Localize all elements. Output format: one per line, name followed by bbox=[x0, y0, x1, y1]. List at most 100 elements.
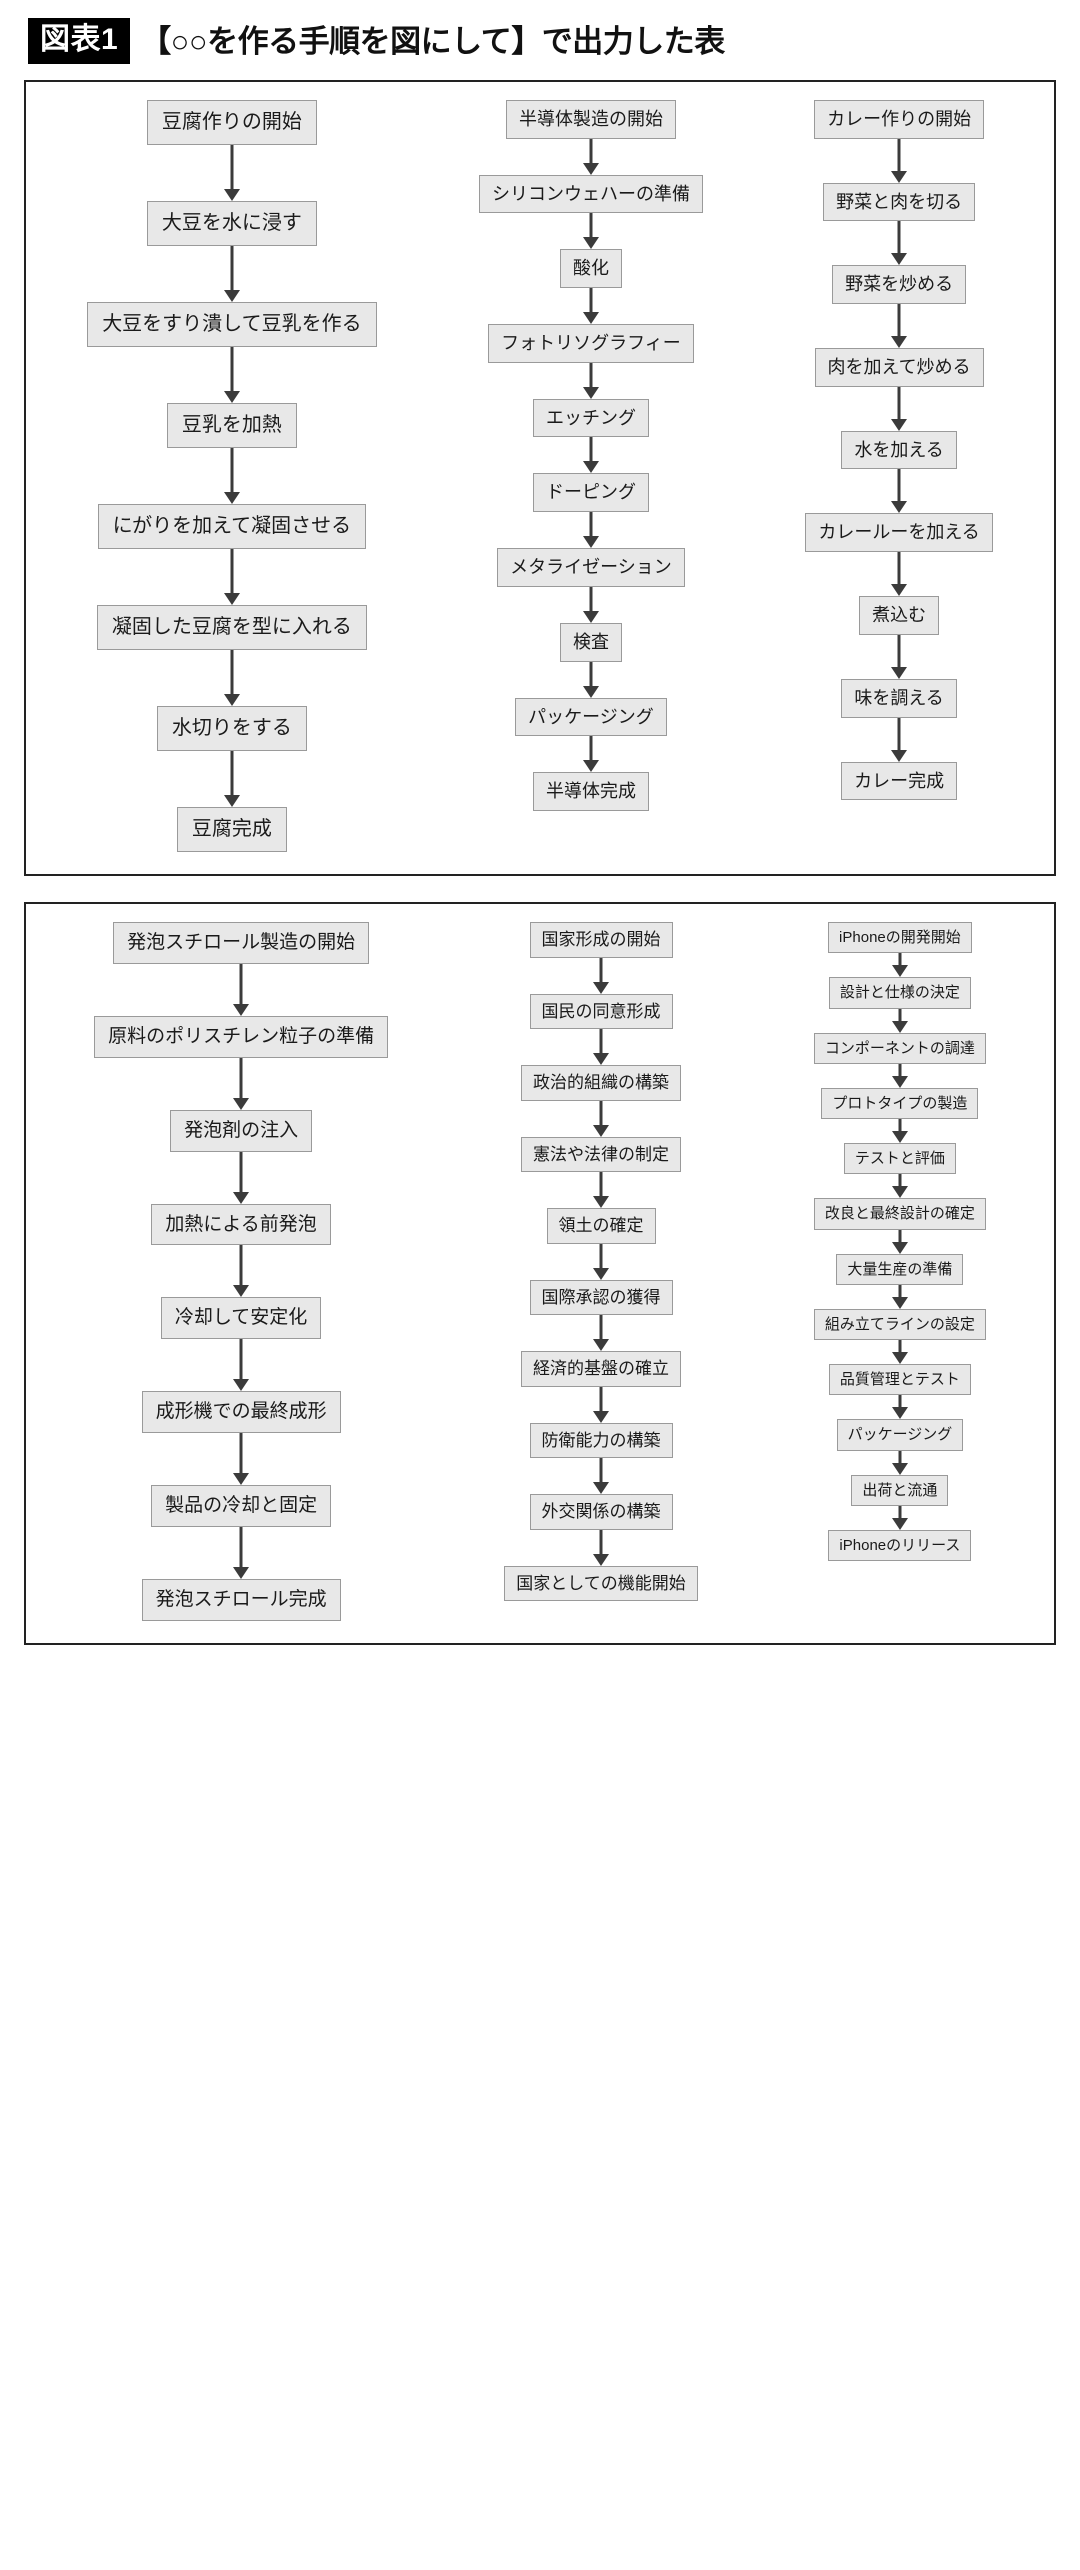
flow-node: パッケージング bbox=[836, 1419, 964, 1451]
arrow-shaft bbox=[599, 1529, 603, 1555]
arrow-head bbox=[891, 170, 908, 183]
flow-arrow-down-icon bbox=[591, 1386, 611, 1423]
arrow-head bbox=[582, 536, 599, 549]
flow-arrow-down-icon bbox=[231, 1433, 251, 1486]
flow-arrow-down-icon bbox=[889, 717, 909, 762]
flow-node: 発泡スチロール製造の開始 bbox=[113, 922, 370, 964]
flow-node: 改良と最終設計の確定 bbox=[813, 1198, 986, 1230]
flowchart-panel-1: 豆腐作りの開始大豆を水に浸す大豆をすり潰して豆乳を作る豆乳を加熱にがりを加えて凝… bbox=[24, 80, 1056, 876]
arrow-head bbox=[891, 749, 908, 762]
flow-arrow-down-icon bbox=[222, 751, 242, 807]
arrow-head bbox=[582, 461, 599, 474]
arrow-head bbox=[582, 685, 599, 698]
arrow-shaft bbox=[230, 145, 234, 190]
arrow-shaft bbox=[589, 736, 593, 762]
flow-node: 野菜を炒める bbox=[832, 265, 967, 305]
flow-column-semiconductor: 半導体製造の開始シリコンウェハーの準備酸化フォトリソグラフィーエッチングドーピン… bbox=[478, 100, 703, 811]
arrow-shaft bbox=[230, 751, 234, 796]
flow-arrow-down-icon bbox=[591, 1243, 611, 1280]
flow-arrow-down-icon bbox=[222, 549, 242, 605]
arrow-shaft bbox=[589, 213, 593, 239]
arrow-head bbox=[223, 694, 240, 706]
flow-arrow-down-icon bbox=[591, 1315, 611, 1352]
arrow-shaft bbox=[599, 1386, 603, 1412]
flow-arrow-down-icon bbox=[231, 1245, 251, 1298]
arrow-head bbox=[891, 1462, 908, 1475]
arrow-head bbox=[223, 189, 240, 201]
arrow-head bbox=[223, 795, 240, 807]
arrow-shaft bbox=[599, 1458, 603, 1484]
arrow-head bbox=[233, 1191, 250, 1204]
arrow-head bbox=[233, 1285, 250, 1298]
flow-arrow-down-icon bbox=[222, 246, 242, 302]
arrow-shaft bbox=[239, 1151, 243, 1193]
flow-node: 防衛能力の構築 bbox=[529, 1422, 673, 1459]
flow-node: 設計と仕様の決定 bbox=[828, 977, 971, 1009]
panel-2-columns: 発泡スチロール製造の開始原料のポリスチレン粒子の準備発泡剤の注入加熱による前発泡… bbox=[36, 922, 1044, 1621]
arrow-shaft bbox=[898, 1450, 902, 1464]
arrow-head bbox=[593, 1267, 609, 1280]
arrow-head bbox=[891, 1407, 908, 1420]
arrow-shaft bbox=[599, 1243, 603, 1269]
flow-node: 国民の同意形成 bbox=[529, 993, 673, 1030]
arrow-head bbox=[593, 1339, 609, 1352]
flow-node: 国家形成の開始 bbox=[529, 922, 673, 958]
flow-node: 憲法や法律の制定 bbox=[521, 1136, 681, 1173]
flow-node: 経済的基盤の確立 bbox=[521, 1351, 681, 1387]
flow-node: 大豆をすり潰して豆乳を作る bbox=[87, 302, 377, 347]
arrow-head bbox=[223, 492, 240, 504]
flow-arrow-down-icon bbox=[581, 736, 601, 773]
flow-arrow-down-icon bbox=[890, 1450, 910, 1475]
flow-arrow-down-icon bbox=[222, 448, 242, 504]
flow-node: 発泡スチロール完成 bbox=[141, 1578, 341, 1621]
flow-node: 凝固した豆腐を型に入れる bbox=[96, 605, 367, 650]
flow-node: 大豆を水に浸す bbox=[146, 201, 317, 246]
arrow-shaft bbox=[589, 586, 593, 612]
flow-arrow-down-icon bbox=[581, 437, 601, 474]
arrow-shaft bbox=[239, 1339, 243, 1381]
arrow-shaft bbox=[239, 1245, 243, 1287]
flow-node: プロトタイプの製造 bbox=[821, 1087, 979, 1119]
arrow-shaft bbox=[897, 634, 901, 668]
flow-arrow-down-icon bbox=[889, 138, 909, 183]
flow-node: 発泡剤の注入 bbox=[170, 1109, 313, 1152]
flow-node: 半導体完成 bbox=[532, 772, 649, 811]
flow-arrow-down-icon bbox=[222, 650, 242, 706]
flow-arrow-down-icon bbox=[591, 1100, 611, 1137]
arrow-shaft bbox=[589, 288, 593, 314]
arrow-shaft bbox=[898, 1395, 902, 1409]
flow-arrow-down-icon bbox=[889, 386, 909, 431]
arrow-head bbox=[891, 1296, 908, 1309]
arrow-shaft bbox=[239, 1526, 243, 1568]
arrow-shaft bbox=[898, 1008, 902, 1022]
flow-node: 領土の確定 bbox=[546, 1208, 656, 1244]
flow-node: メタライゼーション bbox=[497, 548, 685, 587]
flow-arrow-down-icon bbox=[581, 213, 601, 250]
arrow-shaft bbox=[599, 1100, 603, 1126]
flow-arrow-down-icon bbox=[231, 1526, 251, 1579]
arrow-head bbox=[891, 1131, 908, 1143]
flow-node: カレー作りの開始 bbox=[814, 100, 985, 139]
arrow-shaft bbox=[898, 1505, 902, 1519]
arrow-shaft bbox=[897, 552, 901, 586]
flow-column-iphone: iPhoneの開発開始設計と仕様の決定コンポーネントの調達プロトタイプの製造テス… bbox=[813, 922, 986, 1561]
flow-node: テストと評価 bbox=[843, 1143, 956, 1175]
arrow-shaft bbox=[239, 1057, 243, 1099]
flow-arrow-down-icon bbox=[890, 1284, 910, 1309]
flow-node: 水を加える bbox=[841, 430, 957, 470]
flow-arrow-down-icon bbox=[890, 1340, 910, 1364]
flow-arrow-down-icon bbox=[231, 1339, 251, 1392]
flow-node: 出荷と流通 bbox=[851, 1474, 949, 1506]
arrow-head bbox=[891, 501, 908, 514]
flow-arrow-down-icon bbox=[890, 1174, 910, 1199]
arrow-shaft bbox=[897, 221, 901, 255]
arrow-head bbox=[233, 1003, 250, 1016]
arrow-shaft bbox=[230, 549, 234, 594]
flow-node: iPhoneの開発開始 bbox=[828, 922, 972, 954]
arrow-head bbox=[891, 965, 908, 978]
arrow-head bbox=[891, 584, 908, 597]
flow-node: 冷却して安定化 bbox=[160, 1297, 322, 1340]
flow-node: 加熱による前発泡 bbox=[151, 1203, 331, 1246]
arrow-head bbox=[891, 253, 908, 266]
flow-arrow-down-icon bbox=[890, 1008, 910, 1033]
